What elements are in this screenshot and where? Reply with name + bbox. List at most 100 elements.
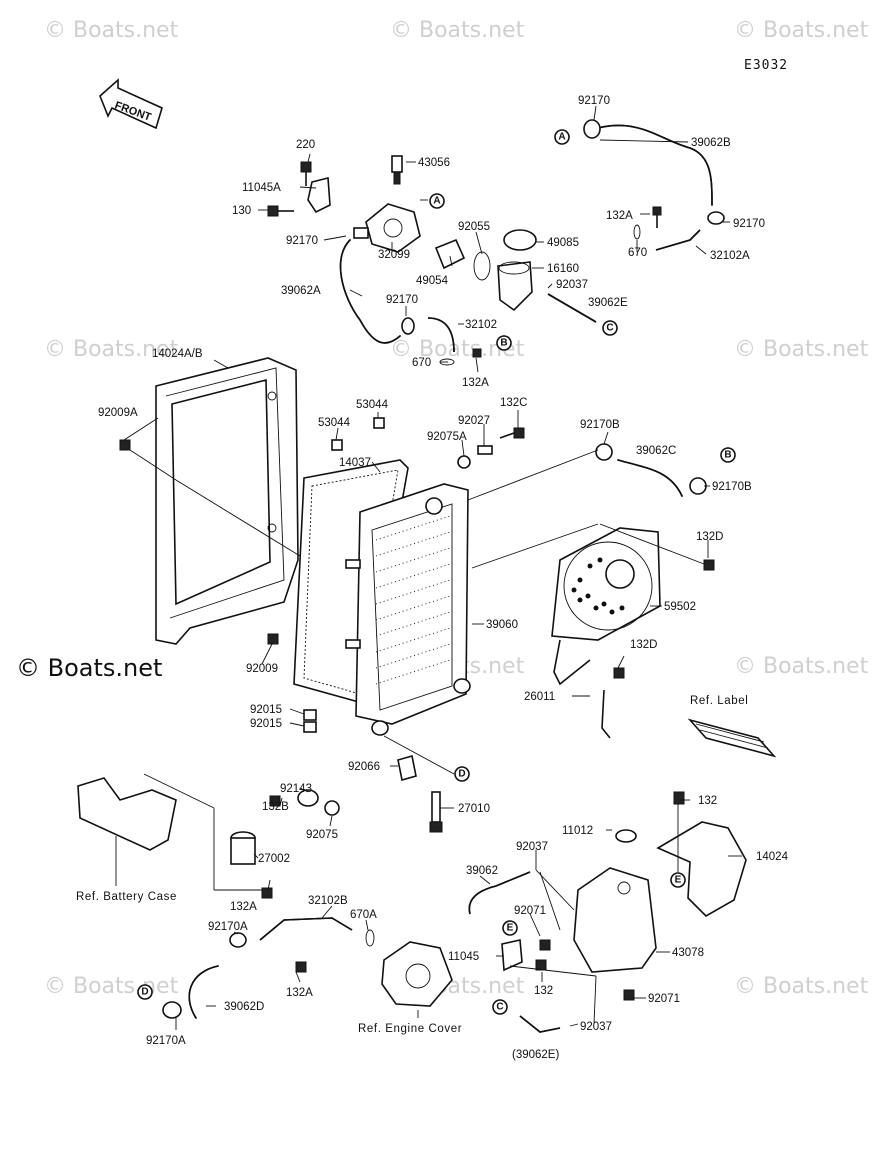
label-92071: 92071 <box>514 905 546 917</box>
label-220: 220 <box>296 139 315 151</box>
label-39062e: 39062E <box>588 297 628 309</box>
label-49085: 49085 <box>547 237 579 249</box>
callout-c-icon: C <box>602 320 618 336</box>
label-92170: 92170 <box>386 294 418 306</box>
label-26011: 26011 <box>524 691 555 703</box>
label-132a: 132A <box>230 901 257 913</box>
label-39062d: 39062D <box>224 1001 264 1013</box>
watermark-bottom-right: © Boats.net <box>734 974 869 999</box>
lower-left-parts <box>77 754 453 1019</box>
label-132a: 132A <box>286 987 313 999</box>
radiator-shroud <box>155 357 299 645</box>
leader-lines <box>115 105 742 1030</box>
cooling-fan <box>551 527 661 739</box>
label-53044: 53044 <box>356 399 389 411</box>
hose-39062c <box>595 443 715 571</box>
label-92015: 92015 <box>250 718 282 730</box>
callout-d-icon: D <box>137 984 153 1000</box>
label-39062a: 39062A <box>281 285 321 297</box>
ref-label-sticker <box>687 718 777 758</box>
label-32099: 32099 <box>378 249 410 261</box>
watermark-mid-right: © Boats.net <box>734 337 869 362</box>
svg-text:E: E <box>507 923 514 934</box>
label-92170b: 92170B <box>580 419 620 431</box>
ref-battery-case-text: Ref. Battery Case <box>76 891 177 903</box>
label-92075: 92075 <box>306 829 338 841</box>
label-14024: 14024 <box>756 851 789 863</box>
label-11045a: 11045A <box>242 182 281 194</box>
callout-e-icon: E <box>670 872 686 888</box>
label-92170a: 92170A <box>208 921 248 933</box>
label-43078: 43078 <box>672 947 704 959</box>
svg-text:C: C <box>606 323 613 334</box>
label-39062c: 39062C <box>636 445 676 457</box>
watermark-mid-left: © Boats.net <box>44 337 179 362</box>
front-arrow-icon: FRONT <box>99 78 163 130</box>
callout-markers: A A B B C C D D E E <box>137 129 736 1015</box>
label-92027: 92027 <box>458 415 490 427</box>
label-132d: 132D <box>696 531 724 543</box>
label-32102a: 32102A <box>710 250 750 262</box>
radiator-fasteners <box>119 417 525 733</box>
label-32102b: 32102B <box>308 895 348 907</box>
label-670: 670 <box>412 357 431 369</box>
label-14037: 14037 <box>339 457 371 469</box>
label-92015: 92015 <box>250 704 282 716</box>
label-92055: 92055 <box>458 221 490 233</box>
callout-e-icon: E <box>502 920 518 936</box>
callout-b-icon: B <box>720 447 736 463</box>
diagram-code: E3032 <box>744 58 789 73</box>
label-92071: 92071 <box>648 993 680 1005</box>
label-92170: 92170 <box>286 235 318 247</box>
label-59502: 59502 <box>664 601 696 613</box>
label-92066: 92066 <box>348 761 380 773</box>
label-132c: 132C <box>500 397 528 409</box>
label-132a: 132A <box>606 210 633 222</box>
label-49054: 49054 <box>416 275 449 287</box>
label-92170a: 92170A <box>146 1035 186 1047</box>
watermark-top-right: © Boats.net <box>734 18 869 43</box>
label-92037: 92037 <box>556 279 588 291</box>
label-14024ab: 14024A/B <box>152 348 203 360</box>
label-132a: 132A <box>462 377 489 389</box>
label-11045: 11045 <box>448 951 479 963</box>
svg-text:D: D <box>141 987 148 998</box>
label-670: 670 <box>628 247 647 259</box>
upper-hose-assembly <box>267 119 725 366</box>
callout-b-icon: B <box>496 335 512 351</box>
watermark-top-center: © Boats.net <box>390 18 525 43</box>
label-92037: 92037 <box>516 841 548 853</box>
svg-text:C: C <box>496 1002 503 1013</box>
label-92037: 92037 <box>580 1021 612 1033</box>
svg-text:A: A <box>433 196 440 207</box>
label-39062b: 39062B <box>691 137 731 149</box>
svg-text:B: B <box>724 450 731 461</box>
ref-engine-cover-text: Ref. Engine Cover <box>358 1023 462 1035</box>
part-labels: 92170 39062B 220 43056 11045A 130 92170 … <box>76 95 789 1061</box>
label-16160: 16160 <box>547 263 579 275</box>
callout-a-icon: A <box>554 129 570 145</box>
svg-text:E: E <box>675 875 682 886</box>
label-130: 130 <box>232 205 251 217</box>
callout-d-icon: D <box>454 766 470 782</box>
label-132: 132 <box>534 985 553 997</box>
ref-label-text: Ref. Label <box>690 695 748 707</box>
watermark-strong: © Boats.net <box>16 654 163 682</box>
label-27002: 27002 <box>258 853 290 865</box>
label-670a: 670A <box>350 909 377 921</box>
label-39062e-paren: (39062E) <box>512 1049 559 1061</box>
label-132: 132 <box>698 795 717 807</box>
label-39060: 39060 <box>486 619 518 631</box>
label-92009a: 92009A <box>98 407 138 419</box>
watermark-low-right: © Boats.net <box>734 654 869 679</box>
label-32102: 32102 <box>465 319 497 331</box>
svg-text:B: B <box>500 338 507 349</box>
label-43056: 43056 <box>418 157 450 169</box>
label-11012: 11012 <box>562 825 593 837</box>
label-92170b: 92170B <box>712 481 752 493</box>
watermark-top-left: © Boats.net <box>44 18 179 43</box>
label-27010: 27010 <box>458 803 490 815</box>
callout-a-icon: A <box>429 193 445 209</box>
label-92009: 92009 <box>246 663 278 675</box>
